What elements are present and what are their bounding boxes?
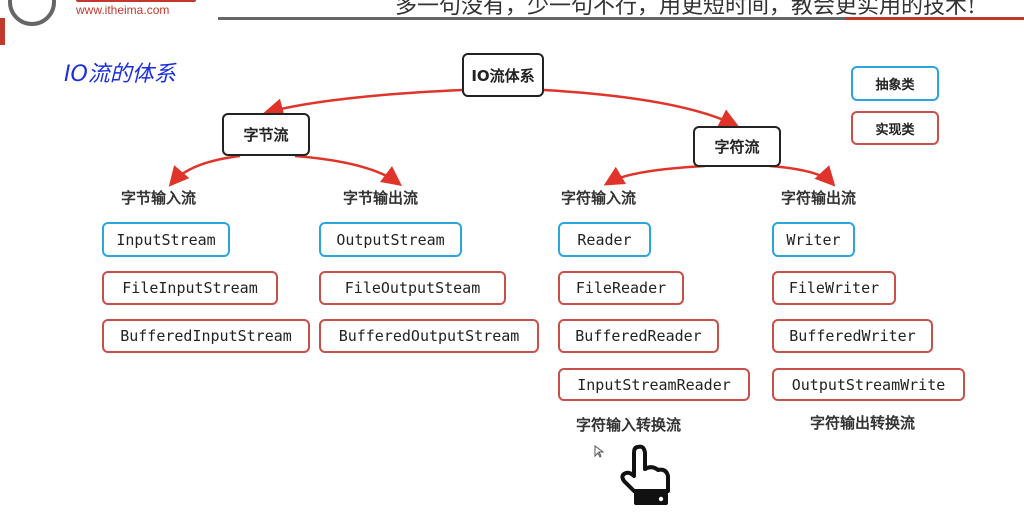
header-byte-input: 字节输入流 [121, 189, 197, 207]
header-byte-output: 字节输出流 [343, 189, 419, 207]
note-char-input-convert: 字符输入转换流 [576, 416, 682, 434]
class-filereader: FileReader [558, 271, 684, 305]
byte-stream-node: 字节流 [222, 113, 310, 156]
arrow-cursor-icon [594, 445, 604, 458]
arrow-char-in [603, 164, 706, 186]
root-node: IO流体系 [462, 53, 544, 97]
header-divider [218, 17, 845, 20]
arrow-byte-out [294, 154, 403, 186]
class-inputstreamreader: InputStreamReader [558, 368, 750, 401]
hand-cursor-icon [620, 444, 670, 505]
logo-url: www.itheima.com [76, 3, 170, 17]
page-title: IO流的体系 [64, 62, 176, 87]
class-inputstream: InputStream [102, 222, 230, 257]
header-divider-accent [845, 17, 1024, 20]
header-char-input: 字符输入流 [561, 189, 637, 207]
class-bufferedwriter: BufferedWriter [772, 319, 933, 353]
class-filewriter: FileWriter [772, 271, 896, 305]
class-fileinputstream: FileInputStream [102, 271, 278, 305]
arrow-root-char [543, 88, 740, 128]
arrow-byte-in [168, 154, 241, 187]
class-outputstreamwrite: OutputStreamWrite [772, 368, 965, 401]
arrow-char-out [769, 164, 836, 187]
note-char-output-convert: 字符输出转换流 [810, 414, 916, 432]
class-bufferedinputstream: BufferedInputStream [102, 319, 310, 353]
logo-brand [76, 0, 196, 2]
char-stream-node: 字符流 [693, 126, 781, 167]
class-writer: Writer [772, 222, 855, 257]
slogan: 多一句没有，少一句不行，用更短时间，教会更实用的技术! [395, 0, 976, 19]
class-bufferedreader: BufferedReader [558, 319, 719, 353]
class-bufferedoutputstream: BufferedOutputStream [319, 319, 539, 353]
class-reader: Reader [558, 222, 651, 257]
arrow-root-byte [263, 88, 463, 118]
legend-abstract: 抽象类 [851, 66, 939, 101]
side-accent [0, 18, 5, 45]
legend-concrete: 实现类 [851, 111, 939, 145]
class-fileoutputstream: FileOutputSteam [319, 271, 506, 305]
header-char-output: 字符输出流 [781, 189, 857, 207]
class-outputstream: OutputStream [319, 222, 462, 257]
